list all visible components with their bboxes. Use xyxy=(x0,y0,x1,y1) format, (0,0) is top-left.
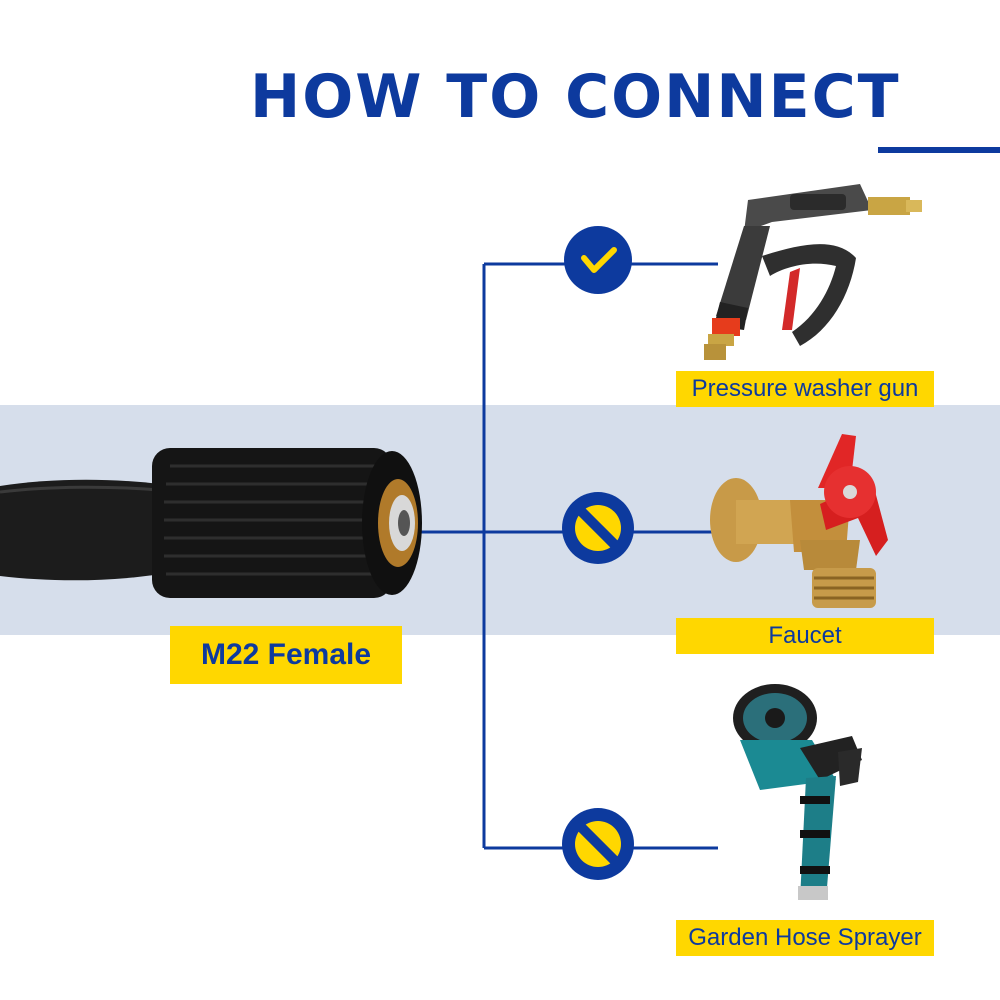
page-title: HOW TO CONNECT xyxy=(250,62,901,132)
check-icon xyxy=(564,226,632,294)
title-underline xyxy=(878,147,1000,153)
prohibited-icon xyxy=(562,808,634,880)
connector-lines xyxy=(418,262,718,850)
pressure-washer-gun-label: Pressure washer gun xyxy=(676,371,934,407)
pressure-washer-gun-image xyxy=(704,184,922,360)
prohibited-icon xyxy=(562,492,634,564)
m22-female-label: M22 Female xyxy=(170,626,402,684)
m22-female-fitting-image xyxy=(0,448,422,598)
faucet-label: Faucet xyxy=(676,618,934,654)
faucet-image xyxy=(710,434,888,608)
garden-hose-sprayer-label: Garden Hose Sprayer xyxy=(676,920,934,956)
garden-hose-sprayer-image xyxy=(733,684,862,900)
